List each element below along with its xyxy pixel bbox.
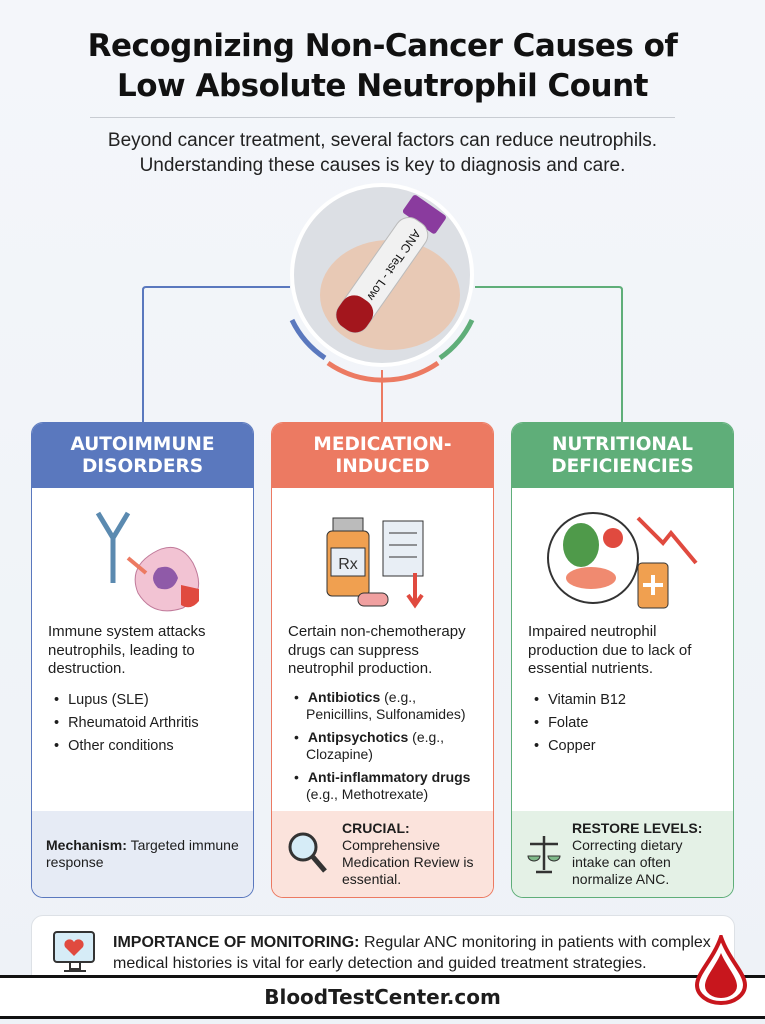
condition-list: Lupus (SLE)Rheumatoid ArthritisOther con… [32, 679, 253, 758]
pill-bottle-clipboard-icon: Rx [272, 488, 493, 628]
item-text: (e.g., Penicillins, Sulfonamides) [306, 688, 466, 722]
connector-line-nutritional [475, 286, 623, 425]
item-bold: Antipsychotics [307, 728, 409, 745]
blood-drop-logo-icon [694, 935, 748, 1005]
connector-line-autoimmune [142, 286, 290, 425]
page-title: Recognizing Non-Cancer Causes of Low Abso… [0, 26, 765, 106]
monitoring-body: Regular ANC monitoring in patients with … [113, 934, 711, 972]
footer-label: RESTORE LEVELS: [572, 820, 703, 836]
connector-diagram: ANC Test - Low [142, 183, 623, 425]
footer-label: Mechanism: [46, 837, 127, 853]
card-description: Impaired neutrophil production due to la… [528, 623, 692, 677]
scale-icon [527, 836, 561, 874]
list-item: Vitamin B12 [534, 689, 717, 712]
item-bold: Anti-inflammatory drugs [307, 768, 471, 785]
item-text: (e.g., Methotrexate) [306, 785, 429, 802]
svg-text:Rx: Rx [338, 556, 358, 573]
arc-red [326, 360, 440, 383]
subtitle-line: Understanding these causes is key to dia… [139, 155, 626, 176]
footer-text: Correcting dietary intake can often norm… [572, 837, 683, 887]
footer-text: Targeted immune response [46, 837, 239, 870]
card-description: Certain non-chemotherapy drugs can suppr… [288, 623, 466, 677]
list-item: Lupus (SLE) [54, 689, 237, 712]
monitoring-text: IMPORTANCE OF MONITORING: Regular ANC mo… [113, 932, 713, 974]
subtitle: Beyond cancer treatment, several factors… [0, 128, 765, 178]
card-footer: Mechanism: Targeted immune response [32, 811, 253, 897]
card-autoimmune: AUTOIMMUNE DISORDERS Immune system attac… [31, 422, 254, 898]
monitoring-label: IMPORTANCE OF MONITORING: [113, 934, 360, 951]
list-item: Folate [534, 712, 717, 735]
card-medication: MEDICATION-INDUCED Rx Certain non-chemot… [271, 422, 494, 898]
divider [90, 117, 675, 118]
card-title: NUTRITIONAL DEFICIENCIES [512, 423, 733, 488]
card-title: AUTOIMMUNE DISORDERS [32, 423, 253, 488]
arc-blue [289, 318, 327, 361]
footer-label: CRUCIAL: [342, 820, 410, 836]
card-title: MEDICATION-INDUCED [272, 423, 493, 488]
card-nutritional: NUTRITIONAL DEFICIENCIES Impaired neutro… [511, 422, 734, 898]
subtitle-line: Beyond cancer treatment, several factors… [107, 130, 658, 151]
list-item: Copper [534, 735, 717, 758]
heart-monitor-icon [53, 931, 95, 972]
magnifier-icon [288, 832, 327, 873]
list-item: Rheumatoid Arthritis [54, 712, 237, 735]
nutrient-list: Vitamin B12FolateCopper [512, 679, 733, 758]
item-text: (e.g., Clozapine) [306, 728, 445, 762]
card-footer: RESTORE LEVELS:Correcting dietary intake… [512, 811, 733, 897]
card-description: Immune system attacks neutrophils, leadi… [48, 623, 206, 677]
card-footer: CRUCIAL:Comprehensive Medication Review … [272, 811, 493, 897]
list-item: Other conditions [54, 735, 237, 758]
site-footer: BloodTestCenter.com [0, 975, 765, 1019]
neutrophil-antibody-icon [32, 488, 253, 628]
arc-green [438, 318, 475, 361]
medication-list: Antibiotics (e.g., Penicillins, Sulfonam… [272, 679, 493, 803]
list-item: Antipsychotics (e.g., Clozapine) [294, 729, 477, 763]
title-line: Low Absolute Neutrophil Count [117, 68, 649, 104]
footer-text: Comprehensive Medication Review is essen… [342, 837, 474, 887]
title-line: Recognizing Non-Cancer Causes of [87, 28, 678, 64]
list-item: Antibiotics (e.g., Penicillins, Sulfonam… [294, 689, 477, 723]
item-bold: Antibiotics [307, 688, 381, 705]
list-item: Anti-inflammatory drugs (e.g., Methotrex… [294, 769, 477, 803]
food-plate-supplement-icon [512, 488, 733, 628]
